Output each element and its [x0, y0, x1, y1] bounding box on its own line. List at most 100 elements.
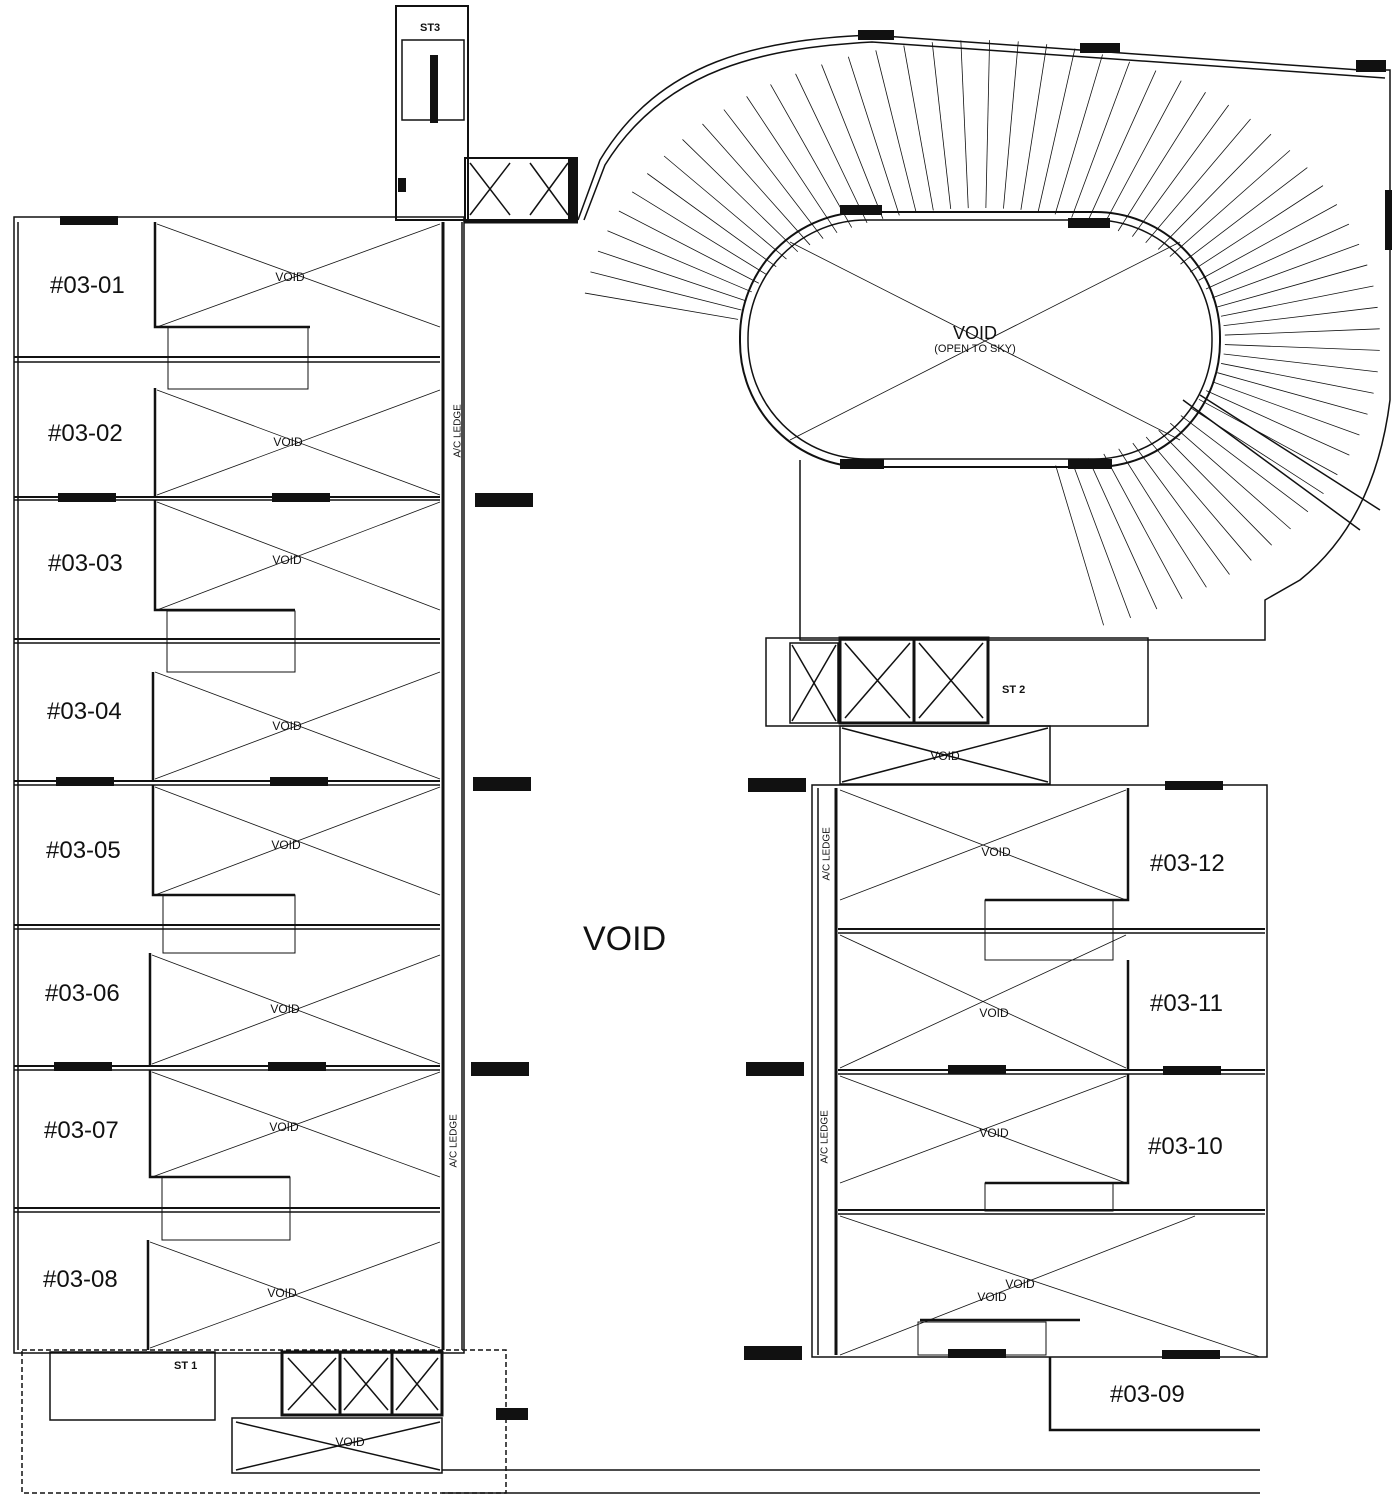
unit-label-03-09: #03-09: [1110, 1381, 1185, 1408]
void-label: VOID: [271, 838, 301, 852]
ramp-spoke: [1145, 118, 1251, 244]
void-label: VOID: [981, 845, 1011, 859]
central-void-label: VOID: [583, 920, 667, 958]
void-label: VOID: [1005, 1277, 1035, 1291]
ramp-spoke: [1132, 442, 1230, 575]
open-to-sky-subtitle: (OPEN TO SKY): [934, 343, 1016, 355]
ramp-spoke: [1071, 462, 1131, 619]
unit-label-03-10: #03-10: [1148, 1133, 1223, 1160]
ac-ledge-label: A/C LEDGE: [821, 827, 833, 881]
ramp-spoke: [1037, 48, 1076, 212]
ramp-spoke: [1020, 44, 1048, 210]
stair-label-st2: ST 2: [1002, 684, 1026, 696]
void-label: VOID: [275, 270, 305, 284]
ramp-spoke: [1102, 80, 1182, 227]
ramp-spoke: [1212, 243, 1360, 299]
ramp-spoke: [1217, 372, 1368, 415]
unit-label-03-07: #03-07: [44, 1117, 119, 1144]
void-label: VOID: [273, 435, 303, 449]
void-label: VOID: [272, 553, 302, 567]
ramp-spoke: [1145, 436, 1252, 561]
void-label: VOID: [269, 1120, 299, 1134]
unit-label-03-04: #03-04: [47, 698, 122, 725]
ramp-spoke: [1169, 422, 1291, 530]
ac-ledge-label: A/C LEDGE: [452, 404, 464, 458]
ramp-spoke: [1157, 133, 1272, 250]
void-label: VOID: [979, 1006, 1009, 1020]
ramp-spoke: [607, 230, 752, 293]
ramp-spoke: [682, 139, 799, 253]
ramp-spoke: [1003, 41, 1019, 209]
unit-label-03-08: #03-08: [43, 1266, 118, 1293]
open-to-sky-void-outline: [739, 211, 1221, 468]
ramp-spoke: [1087, 458, 1158, 610]
ramp-spoke: [1180, 167, 1308, 265]
void-label: VOID: [977, 1290, 1007, 1304]
ac-ledge-label: A/C LEDGE: [819, 1110, 831, 1164]
ramp-spoke: [821, 64, 884, 219]
ramp-spoke: [1198, 204, 1338, 281]
ramp-spoke: [1103, 453, 1183, 600]
unit-label-03-06: #03-06: [45, 980, 120, 1007]
ac-ledge-label: A/C LEDGE: [448, 1114, 460, 1168]
void-label: VOID: [930, 749, 960, 763]
ramp-spoke: [1223, 353, 1378, 373]
open-to-sky-title: VOID: [952, 323, 997, 343]
ramp-spoke: [746, 96, 838, 234]
ramp-outer-edge: [577, 34, 1391, 641]
unit-label-03-01: #03-01: [50, 272, 125, 299]
ramp-spoke: [1217, 264, 1368, 308]
ramp-spoke: [931, 42, 952, 209]
void-label: VOID: [270, 1002, 300, 1016]
ramp-spoke: [1071, 61, 1130, 218]
ramp-spoke: [702, 123, 811, 246]
void-label: VOID: [267, 1286, 297, 1300]
ramp-spoke: [960, 40, 969, 209]
stair-label-st1: ST 1: [174, 1360, 198, 1372]
ramp-spoke: [847, 56, 900, 216]
unit-label-03-03: #03-03: [48, 550, 123, 577]
ramp-spoke: [590, 271, 742, 311]
ramp-spoke: [723, 109, 824, 239]
right-block-outline: [811, 784, 1268, 1358]
ramp-spoke: [985, 40, 990, 209]
unit-label-03-02: #03-02: [48, 420, 123, 447]
ramp-spoke: [1224, 328, 1380, 336]
ramp-spoke: [903, 45, 934, 211]
open-to-sky-label: VOID (OPEN TO SKY): [905, 323, 1045, 355]
ramp-spoke: [663, 155, 787, 260]
ramp-spoke: [875, 50, 917, 213]
ramp-spoke: [1180, 415, 1309, 513]
void-label: VOID: [979, 1126, 1009, 1140]
ramp-spoke: [1223, 306, 1378, 327]
ramp-spoke: [631, 191, 768, 276]
ramp-spoke: [1054, 54, 1103, 215]
ramp-spoke: [1206, 390, 1350, 456]
ramp-spoke: [1205, 223, 1350, 290]
void-label: VOID: [272, 719, 302, 733]
ramp-spoke: [647, 173, 777, 268]
ramp-spoke: [770, 84, 853, 228]
ramp-spoke: [618, 210, 760, 284]
void-label: VOID: [335, 1435, 365, 1449]
ramp-spoke: [1212, 381, 1360, 436]
ramp-spoke: [584, 292, 739, 320]
ramp-spoke: [1169, 150, 1291, 257]
ramp-spoke: [1087, 70, 1157, 222]
ramp-spoke: [1131, 104, 1230, 237]
stair-label-st3: ST3: [420, 22, 441, 34]
ramp-spoke: [597, 250, 747, 302]
ramp-spoke: [1158, 430, 1273, 546]
ramp-spoke: [1117, 92, 1206, 232]
ramp-spoke: [1198, 398, 1338, 476]
ramp-spoke: [1118, 448, 1207, 588]
ramp-spoke: [1220, 285, 1374, 317]
ramp-spoke: [1055, 465, 1104, 626]
ramp-spoke: [1189, 185, 1324, 273]
unit-label-03-12: #03-12: [1150, 850, 1225, 877]
ramp-spoke: [1221, 363, 1374, 394]
unit-label-03-11: #03-11: [1150, 990, 1223, 1017]
unit-label-03-05: #03-05: [46, 837, 121, 864]
ramp-spoke: [795, 73, 868, 224]
